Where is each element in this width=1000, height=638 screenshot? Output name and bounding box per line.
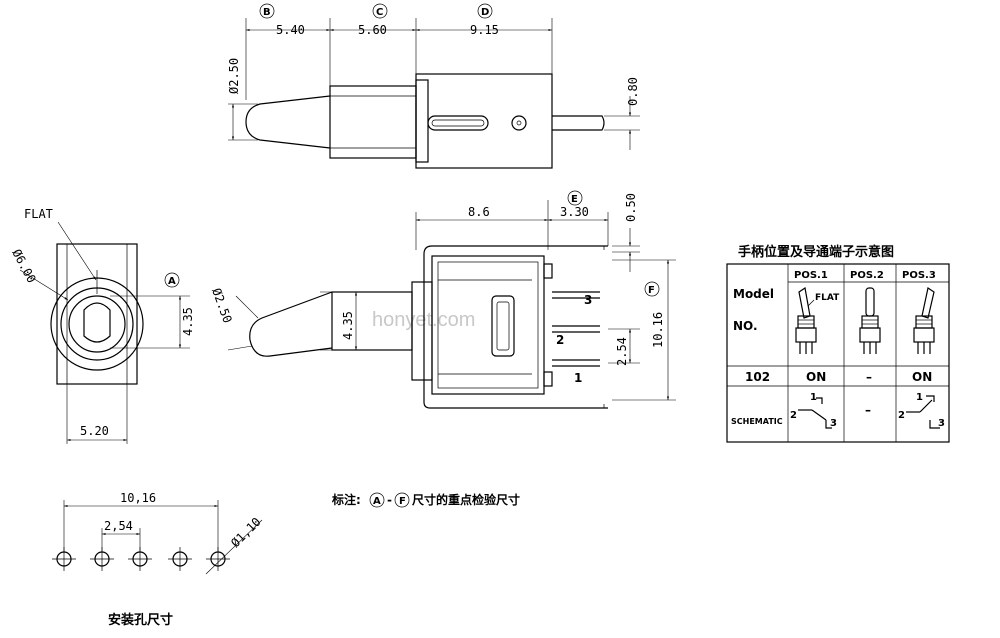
hole-pattern: 10,16 2,54 Ø1,10 安装孔尺寸 [52, 491, 264, 628]
pin-1-label: 1 [574, 371, 582, 385]
top-lever-outline [245, 95, 331, 149]
note-prefix: 标注: [331, 492, 361, 507]
label-d: D [481, 7, 489, 18]
table-schematic: SCHEMATIC [731, 417, 783, 426]
front-lever-tip [83, 302, 111, 343]
pin-2-label: 2 [556, 333, 564, 347]
position-table: 手柄位置及导通端子示意图 Model NO. POS.1 POS.2 POS.3… [726, 244, 950, 443]
dim-lever-dia: Ø2.50 [227, 58, 241, 94]
pos3-schematic-icon [906, 395, 940, 429]
label-a: A [168, 276, 176, 287]
side-window [491, 295, 515, 357]
dim-side-lever-dia: Ø2.50 [209, 286, 235, 325]
flat-label: FLAT [24, 207, 53, 221]
table-flat: FLAT [815, 293, 840, 303]
label-c: C [376, 7, 383, 18]
table-model: Model [733, 287, 774, 301]
note-text: 尺寸的重点检验尺寸 [412, 492, 520, 507]
table-row-pos3: ON [912, 370, 932, 384]
dim-9-15: 9.15 [470, 23, 499, 37]
dim-side-4-35: 4.35 [341, 311, 355, 340]
label-b: B [263, 7, 271, 18]
top-view: 5.40 5.60 9.15 B C D Ø2.50 0.80 [227, 3, 640, 169]
note-a: A [373, 496, 381, 507]
dim-5-40: 5.40 [276, 23, 305, 37]
sch3-t1: 1 [916, 392, 923, 403]
front-view: 5.20 4.35 A FLAT Ø6.00 [9, 207, 195, 444]
label-f: F [648, 285, 655, 296]
sch1-t1: 1 [810, 392, 817, 403]
dim-3-30: 3.30 [560, 205, 589, 219]
mount-holes [52, 547, 230, 571]
sch1-t2: 2 [790, 410, 797, 421]
top-rivet [511, 115, 527, 131]
sch1-t3: 3 [830, 418, 837, 429]
front-body [56, 243, 138, 385]
table-row-pos2: – [866, 370, 872, 384]
side-body [431, 255, 545, 395]
dim-5-60: 5.60 [358, 23, 387, 37]
dim-front-height: 4.35 [181, 307, 195, 336]
note-dash: - [387, 493, 392, 507]
table-pos2: POS.2 [850, 270, 884, 281]
dim-0-50: 0.50 [624, 193, 638, 222]
dim-8-6: 8.6 [468, 205, 490, 219]
label-e: E [571, 194, 578, 205]
dim-front-width: 5.20 [80, 424, 109, 438]
table-model-no: 102 [745, 370, 770, 384]
dim-pin-thickness: 0.80 [626, 77, 640, 106]
inspection-note: 标注: A - F 尺寸的重点检验尺寸 [331, 492, 520, 508]
table-pos1: POS.1 [794, 270, 828, 281]
table-no: NO. [733, 319, 758, 333]
sch3-t2: 2 [898, 410, 905, 421]
dim-hole-total: 10,16 [120, 491, 156, 505]
top-pin [552, 115, 605, 131]
side-lever [249, 291, 333, 357]
pin-3-label: 3 [584, 293, 592, 307]
dim-front-dia: Ø6.00 [9, 247, 38, 285]
dim-hole-pitch: 2,54 [104, 519, 133, 533]
sch3-t3: 3 [938, 418, 945, 429]
pos1-schematic-icon [798, 397, 832, 429]
pos2-switch-icon [859, 287, 881, 354]
dim-hole-dia: Ø1,10 [228, 515, 263, 550]
dim-10-16: 10.16 [651, 312, 665, 348]
table-title: 手柄位置及导通端子示意图 [738, 244, 894, 260]
note-f: F [399, 496, 406, 507]
pos1-switch-icon [795, 286, 817, 354]
hole-title: 安装孔尺寸 [108, 612, 173, 628]
side-frame [423, 254, 608, 409]
table-row-pos1: ON [806, 370, 826, 384]
pos3-switch-icon [913, 287, 935, 354]
side-view: 3 2 1 8.6 3.30 E 0.50 2.54 10.16 F 4.35 … [209, 190, 676, 409]
table-sch-pos2: – [865, 403, 871, 417]
top-bushing [329, 85, 417, 159]
dim-2-54: 2.54 [615, 337, 629, 366]
table-pos3: POS.3 [902, 270, 936, 281]
top-slot [427, 115, 489, 131]
top-body [415, 73, 553, 169]
